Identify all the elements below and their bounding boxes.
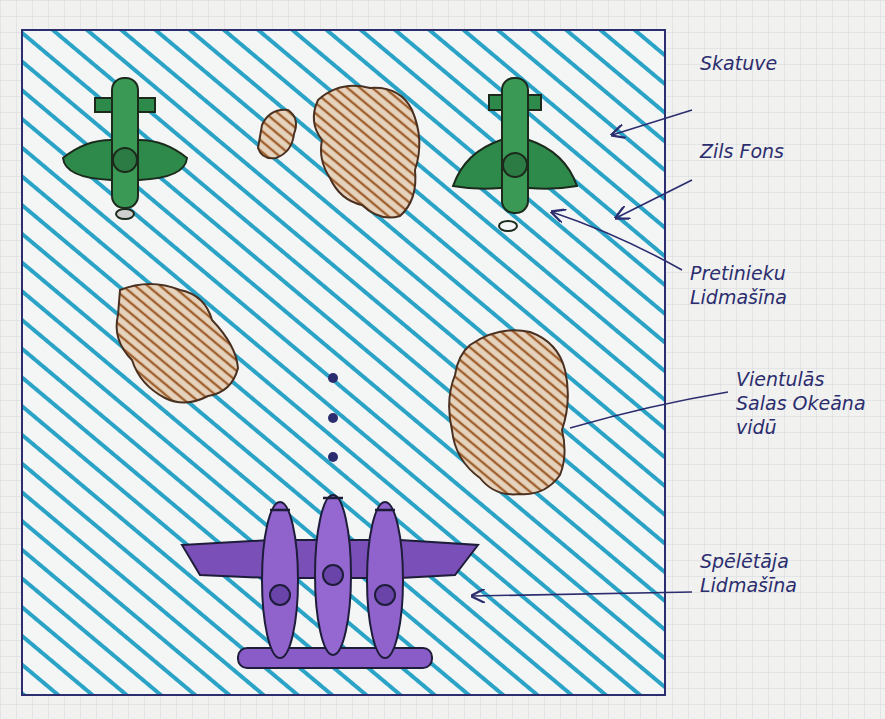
island — [258, 110, 296, 158]
island — [314, 86, 420, 218]
leader-line — [570, 392, 728, 428]
enemy-plane — [63, 78, 187, 219]
leader-line — [472, 592, 692, 596]
enemy-plane — [453, 78, 577, 231]
handwritten-label: Spēlētāja Lidmašīna — [700, 550, 850, 598]
bullets — [328, 373, 338, 462]
handwritten-label: Zils Fons — [700, 140, 850, 164]
ocean-background — [22, 30, 665, 695]
handwritten-label: Pretinieku Lidmašīna — [690, 262, 860, 310]
handwritten-label: Vientulās Salas Okeāna vidū — [736, 368, 876, 439]
leader-line — [552, 212, 682, 270]
island — [117, 284, 238, 403]
leader-line — [612, 110, 692, 135]
player-plane — [182, 495, 478, 668]
leader-line — [616, 180, 692, 218]
island — [449, 330, 568, 494]
handwritten-label: Skatuve — [700, 52, 850, 76]
leader-lines — [472, 110, 728, 596]
